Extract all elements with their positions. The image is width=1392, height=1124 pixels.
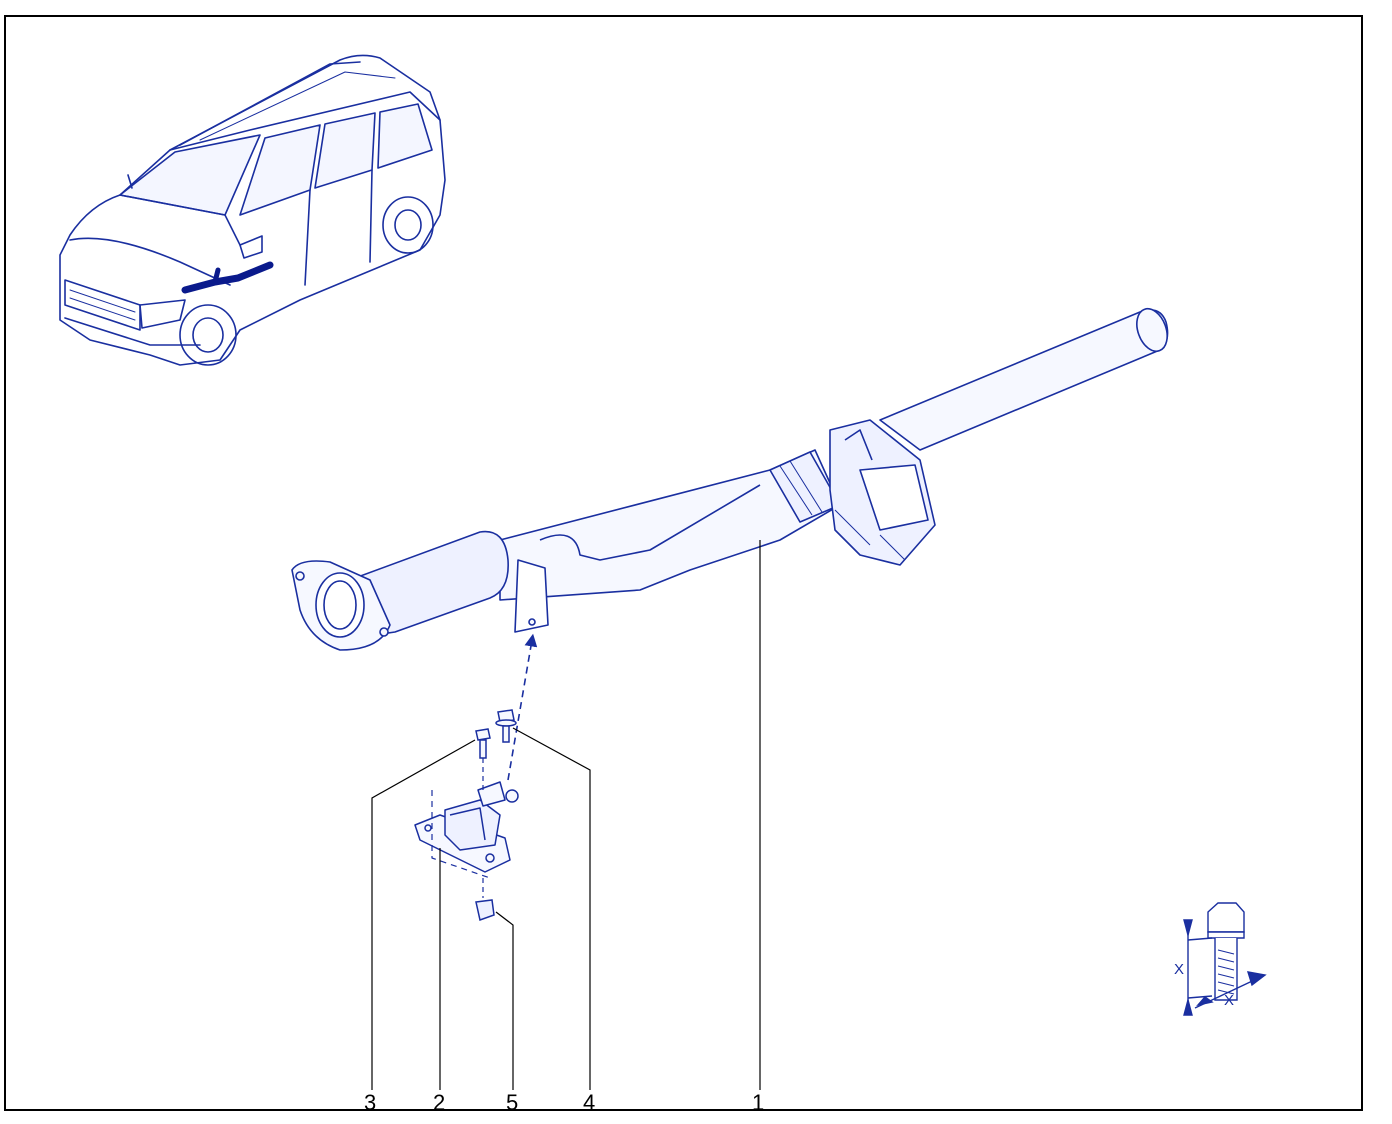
callout-label-2: 2 <box>433 1090 446 1115</box>
bolt-flanged <box>495 709 517 743</box>
callout-leaders <box>371 540 761 1090</box>
bolt-dimension-symbol <box>1183 902 1267 1016</box>
callout-label-3: 3 <box>364 1090 377 1115</box>
vehicle-location-illustration <box>59 54 446 366</box>
bolt-small <box>475 728 491 790</box>
callout-label-1: 1 <box>752 1090 765 1115</box>
exhaust-pipe-assembly <box>291 307 1169 651</box>
mounting-bracket <box>414 781 519 879</box>
bolt-diameter-label: X <box>1224 992 1235 1009</box>
drawing-frame <box>4 15 1363 1111</box>
callout-label-5: 5 <box>506 1090 519 1115</box>
nut <box>475 878 495 921</box>
callout-label-4: 4 <box>583 1090 596 1115</box>
bolt-length-label: X <box>1174 961 1185 978</box>
